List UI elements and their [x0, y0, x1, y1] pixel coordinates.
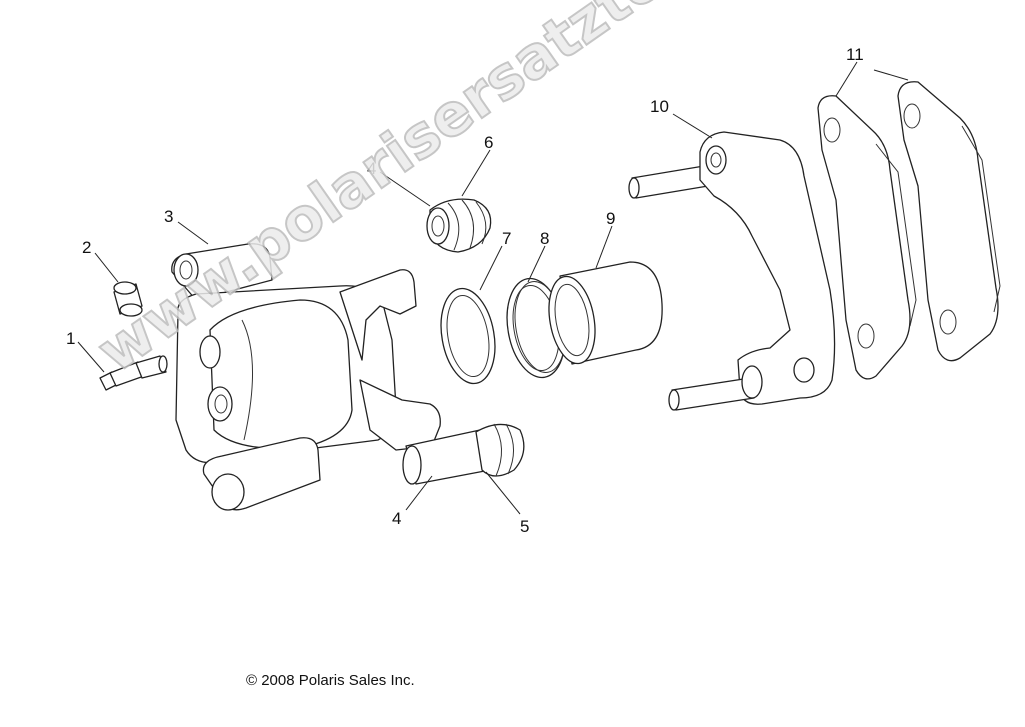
- callout-2: 2: [82, 238, 91, 257]
- callout-4-upper: 4: [367, 159, 376, 178]
- caliper-body-part: [171, 243, 441, 511]
- callout-1: 1: [66, 329, 75, 348]
- callout-4-lower: 4: [392, 509, 401, 528]
- leader-lines: [77, 61, 909, 515]
- callout-6: 6: [484, 133, 493, 152]
- guide-pin-part: [402, 423, 525, 485]
- callout-3: 3: [164, 207, 173, 226]
- callout-5: 5: [520, 517, 529, 536]
- callout-labels: 1 2 3 4 6 7 8 9 10 11 4 5: [66, 45, 864, 536]
- callout-9: 9: [606, 209, 615, 228]
- copyright-notice: © 2008 Polaris Sales Inc.: [246, 672, 415, 689]
- callout-11: 11: [846, 45, 864, 64]
- callout-8: 8: [540, 229, 549, 248]
- bushing-part: [113, 281, 143, 317]
- callout-7: 7: [502, 229, 511, 248]
- piston-part: [548, 261, 663, 365]
- bleeder-screw-part: [99, 355, 168, 391]
- brake-pads-part: [817, 81, 1001, 380]
- upper-dust-boot-part: [426, 198, 492, 253]
- mounting-bracket-part: [628, 131, 836, 411]
- seal-ring-part: [440, 287, 496, 385]
- callout-10: 10: [650, 97, 669, 116]
